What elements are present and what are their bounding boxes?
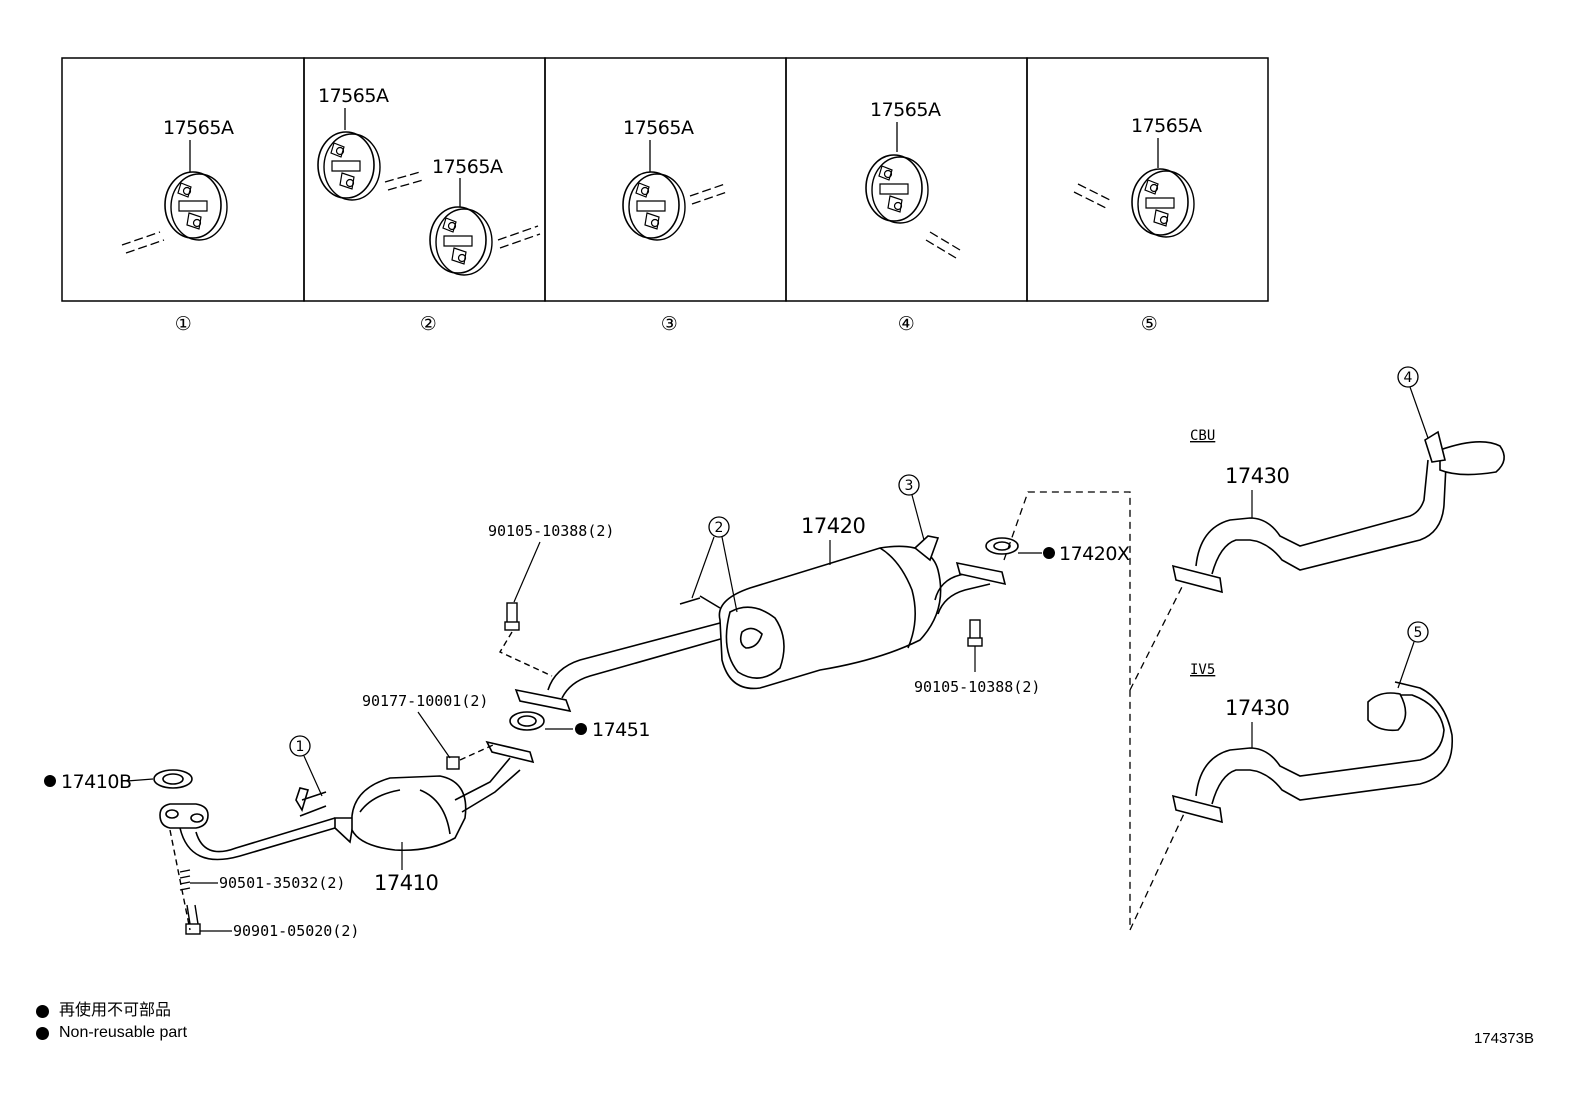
bullet-icon — [36, 1004, 49, 1018]
panel-number-4: ④ — [898, 313, 915, 335]
tail-pipe-cbu — [1171, 430, 1505, 594]
gasket-17451 — [509, 711, 545, 731]
label-17420: 17420 — [801, 514, 865, 538]
legend: 再使用不可部品 Non-reusable part — [36, 1000, 187, 1044]
callout-5: 5 — [1397, 621, 1429, 689]
label-90901: 90901-05020(2) — [233, 922, 359, 940]
panel-3: 17565A — [622, 117, 728, 241]
gasket-17410B — [153, 769, 193, 789]
legend-row-jp: 再使用不可部品 — [36, 1000, 187, 1022]
panel-3-part-label: 17565A — [623, 117, 694, 139]
panel-4-part-label: 17565A — [870, 99, 941, 121]
part-labels: 17410B 17410 90501-35032(2) 90901-05020(… — [44, 428, 1290, 940]
bolts-90105 — [498, 602, 983, 677]
callout-5-number: 5 — [1414, 625, 1423, 641]
callout-4: 4 — [1397, 366, 1429, 439]
variant-label-cbu: CBU — [1190, 428, 1215, 444]
label-90105-upper: 90105-10388(2) — [488, 522, 614, 540]
panel-2: 17565A 17565A — [317, 85, 541, 276]
panel-number-5: ⑤ — [1141, 313, 1158, 335]
panel-2-part-label-a: 17565A — [318, 85, 389, 107]
nut-90177 — [446, 744, 494, 770]
spring-and-bolt — [169, 829, 201, 935]
panel-4: 17565A — [865, 99, 961, 259]
gasket-17420X — [985, 537, 1019, 555]
front-pipe-17410 — [159, 740, 535, 861]
label-90177: 90177-10001(2) — [362, 692, 488, 710]
label-17410B: 17410B — [61, 771, 131, 793]
legend-row-en: Non-reusable part — [36, 1022, 187, 1044]
figure-id: 174373B — [1473, 1030, 1534, 1047]
label-17451: 17451 — [592, 719, 650, 741]
callout-2-number: 2 — [715, 520, 724, 536]
callout-2: 2 — [691, 516, 738, 613]
callout-1-number: 1 — [296, 739, 305, 755]
callout-3-number: 3 — [905, 478, 914, 494]
legend-text-jp: 再使用不可部品 — [59, 1002, 172, 1019]
panel-numbers: ① ② ③ ④ ⑤ — [175, 313, 1158, 335]
panel-number-1: ① — [175, 313, 192, 335]
tail-pipe-iv5 — [1171, 681, 1453, 824]
panel-1-part-label: 17565A — [163, 117, 234, 139]
label-90105-lower: 90105-10388(2) — [914, 678, 1040, 696]
label-90501: 90501-35032(2) — [219, 874, 345, 892]
callout-1: 1 — [289, 735, 323, 797]
label-17430-iv5: 17430 — [1225, 696, 1289, 720]
callout-3: 3 — [898, 474, 925, 541]
panel-2-part-label-b: 17565A — [432, 156, 503, 178]
bullet-icon — [36, 1026, 49, 1040]
tail-pipe-connection-lines — [1003, 491, 1189, 931]
panel-5: 17565A — [1073, 115, 1202, 238]
callout-4-number: 4 — [1404, 370, 1413, 386]
panel-1: 17565A — [121, 117, 234, 254]
label-17410: 17410 — [374, 871, 438, 895]
label-17430-cbu: 17430 — [1225, 464, 1289, 488]
center-pipe-17420 — [514, 535, 1007, 713]
panel-number-2: ② — [420, 313, 437, 335]
legend-text-en: Non-reusable part — [59, 1024, 188, 1041]
variant-label-iv5: IV5 — [1190, 662, 1215, 678]
panel-number-3: ③ — [661, 313, 678, 335]
hanger-panels — [61, 57, 1269, 302]
panel-5-part-label: 17565A — [1131, 115, 1202, 137]
label-17420X: 17420X — [1059, 543, 1130, 565]
